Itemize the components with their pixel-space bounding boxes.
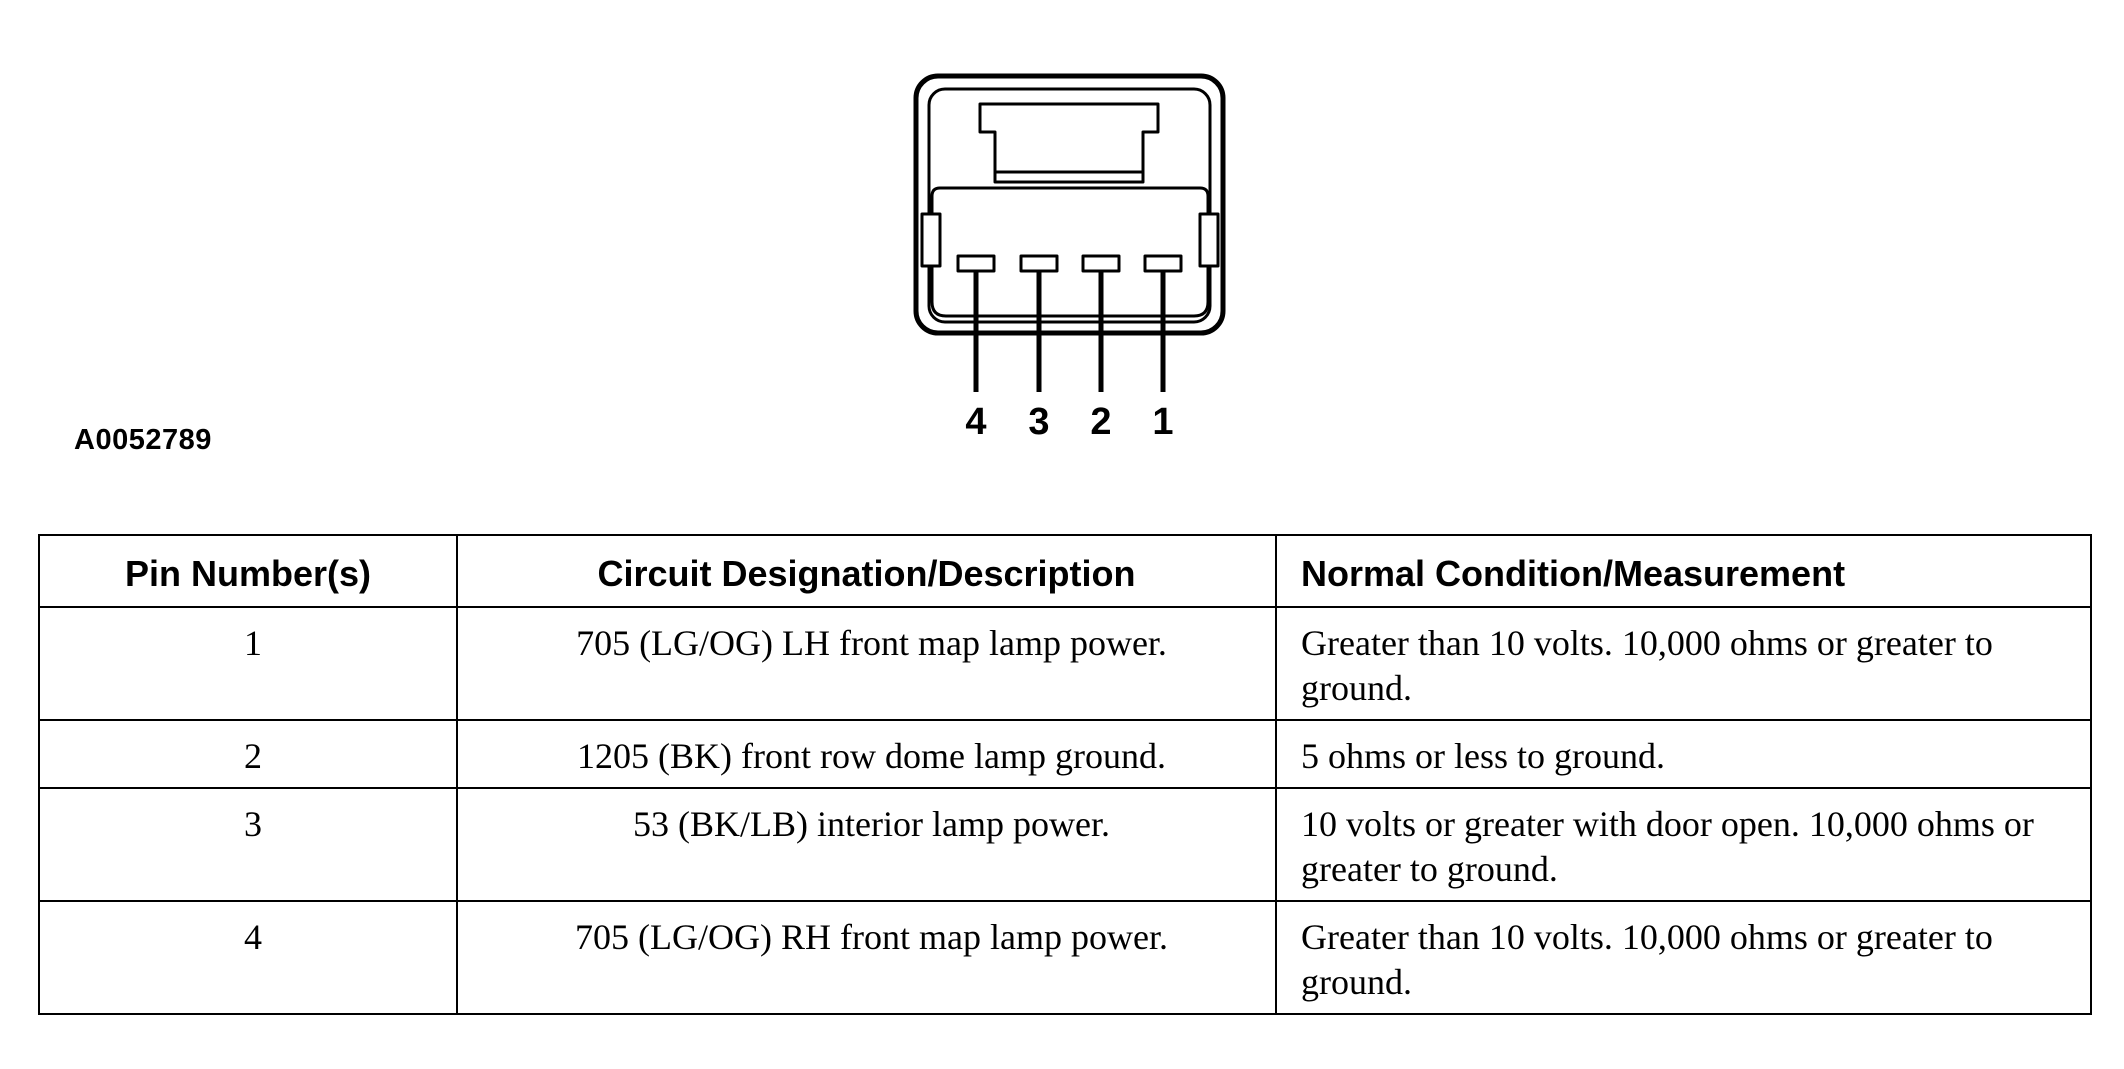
condition-cell: Greater than 10 volts. 10,000 ohms or gr…: [1275, 606, 2092, 721]
connector-housing: [913, 73, 1226, 336]
condition-cell: 5 ohms or less to ground.: [1275, 719, 2092, 789]
table-row: 1 705 (LG/OG) LH front map lamp power. G…: [38, 606, 2092, 721]
header-normal-condition: Normal Condition/Measurement: [1275, 534, 2092, 608]
condition-cell: Greater than 10 volts. 10,000 ohms or gr…: [1275, 900, 2092, 1015]
table-row: 2 1205 (BK) front row dome lamp ground. …: [38, 719, 2092, 789]
connector-diagram: 4 3 2 1: [913, 73, 1226, 443]
pin-table: Pin Number(s) Circuit Designation/Descri…: [38, 534, 2092, 1015]
pin-label-2: 2: [1090, 401, 1111, 443]
circuit-cell: 705 (LG/OG) LH front map lamp power.: [456, 606, 1277, 721]
pin-cell: 4: [38, 900, 458, 1015]
terminal-block: [930, 186, 1210, 318]
pin-label-1: 1: [1152, 401, 1173, 443]
pin-cell: 2: [38, 719, 458, 789]
terminal-4: [956, 254, 996, 273]
terminal-1: [1143, 254, 1183, 273]
pin-label-4: 4: [965, 401, 986, 443]
header-circuit-designation: Circuit Designation/Description: [456, 534, 1277, 608]
pin-cell: 3: [38, 787, 458, 902]
table-row: 3 53 (BK/LB) interior lamp power. 10 vol…: [38, 787, 2092, 902]
pin-label-3: 3: [1028, 401, 1049, 443]
terminal-3: [1019, 254, 1059, 273]
side-latch-left: [920, 212, 942, 268]
pin-cell: 1: [38, 606, 458, 721]
table-header-row: Pin Number(s) Circuit Designation/Descri…: [38, 534, 2092, 608]
connector-housing-inner: [927, 87, 1212, 324]
table-row: 4 705 (LG/OG) RH front map lamp power. G…: [38, 900, 2092, 1015]
terminal-2: [1081, 254, 1121, 273]
circuit-cell: 1205 (BK) front row dome lamp ground.: [456, 719, 1277, 789]
locking-tab: [978, 102, 1160, 184]
condition-cell: 10 volts or greater with door open. 10,0…: [1275, 787, 2092, 902]
figure-id: A0052789: [74, 424, 212, 456]
header-pin-numbers: Pin Number(s): [38, 534, 458, 608]
side-latch-right: [1198, 212, 1220, 268]
circuit-cell: 53 (BK/LB) interior lamp power.: [456, 787, 1277, 902]
circuit-cell: 705 (LG/OG) RH front map lamp power.: [456, 900, 1277, 1015]
